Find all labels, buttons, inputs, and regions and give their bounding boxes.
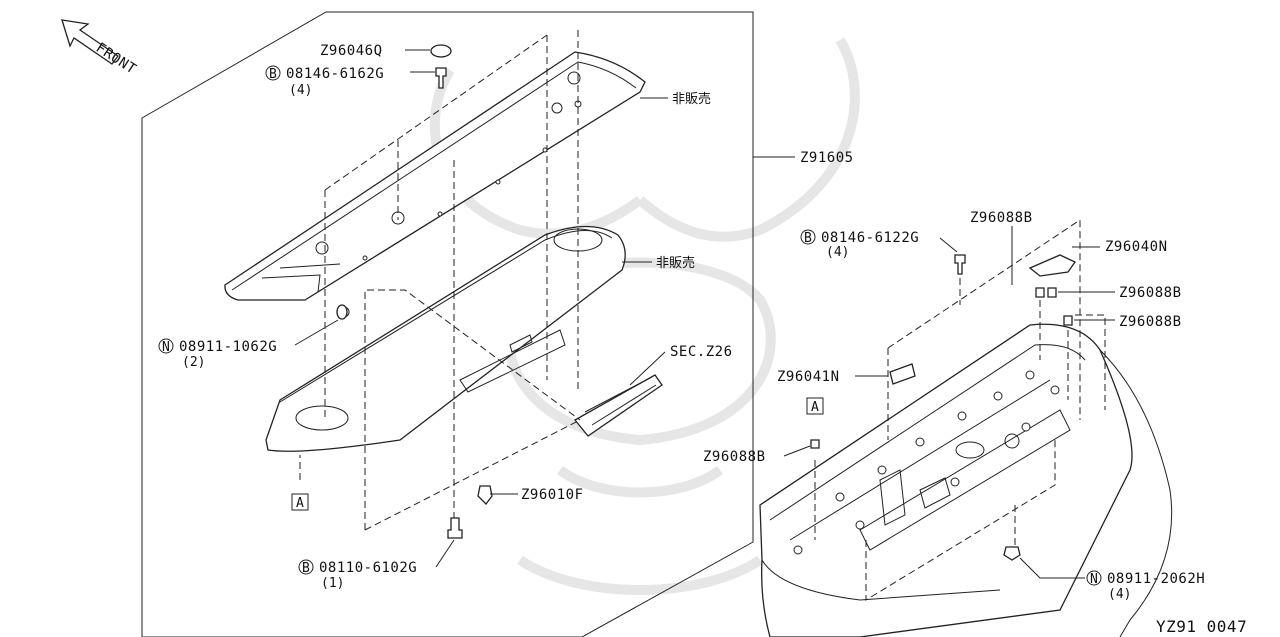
- bracket-z96041n: [889, 363, 916, 385]
- b-prefix-icon: [265, 65, 281, 81]
- bolt-08110-6102g-icon: [447, 517, 463, 539]
- qty-nut-08911-1062g: (2): [182, 355, 205, 370]
- alignment-lines-right: [814, 219, 1106, 601]
- qty-bolt-08146-6122g: (4): [826, 245, 849, 260]
- leader-lines-right: [783, 226, 1115, 579]
- label-z96088b-left: Z96088B: [703, 449, 766, 465]
- label-not-sold-mid: 非販売: [656, 255, 695, 271]
- label-z96088b-mid: Z96088B: [1119, 285, 1182, 301]
- nut-08911-2062h-icon: [1003, 546, 1021, 561]
- label-not-sold-top: 非販売: [672, 91, 711, 107]
- label-z96046q: Z96046Q: [320, 43, 383, 59]
- b-prefix-3: B: [804, 231, 812, 246]
- n-prefix-2: N: [1090, 572, 1098, 587]
- assembly-frame: [141, 11, 754, 637]
- ref-a-right: A: [811, 400, 819, 415]
- clip-z96010f-icon: [477, 485, 493, 505]
- ref-a-left: A: [296, 496, 304, 511]
- n-prefix-icon: [158, 338, 174, 354]
- label-bolt-08146-6162g: 08146-6162G: [286, 66, 384, 82]
- nut-08911-1062g-icon: [336, 304, 348, 320]
- bolt-08146-6122g-icon: [954, 254, 966, 275]
- qty-nut-08911-2062h: (4): [1108, 587, 1131, 602]
- label-z96040n: Z96040N: [1105, 239, 1168, 255]
- ref-box-a-right: [806, 397, 824, 415]
- b-prefix-icon: [298, 559, 314, 575]
- watermark-emblem: [429, 37, 860, 595]
- label-sec-z26: SEC.Z26: [670, 344, 733, 360]
- clip-z96088b-icon: [810, 287, 1073, 449]
- front-label: FRONT: [93, 40, 139, 78]
- bracket-z96040n: [1028, 254, 1076, 277]
- ref-box-a-left: [291, 493, 309, 511]
- trunk-lid-body: [759, 323, 1173, 637]
- high-mount-lamp: [574, 374, 663, 437]
- spoiler-upper-panel: [224, 51, 646, 301]
- fastener-clip-z96046q: [430, 44, 452, 58]
- label-z96088b-low: Z96088B: [1119, 314, 1182, 330]
- label-z96041n: Z96041N: [777, 369, 840, 385]
- qty-bolt-08110-6102g: (1): [321, 576, 344, 591]
- b-prefix-1: B: [269, 67, 277, 82]
- n-prefix-icon: [1086, 570, 1102, 586]
- qty-bolt-08146-6162g: (4): [289, 83, 312, 98]
- b-prefix-icon: [800, 229, 816, 245]
- label-nut-08911-1062g: 08911-1062G: [179, 339, 277, 355]
- b-prefix-2: B: [302, 561, 310, 576]
- leader-lines-left: [294, 49, 795, 568]
- label-bolt-08146-6122g: 08146-6122G: [821, 230, 919, 246]
- alignment-lines-left: [299, 30, 581, 535]
- n-prefix-1: N: [162, 340, 170, 355]
- label-z91605: Z91605: [800, 150, 854, 166]
- label-z96088b-top: Z96088B: [970, 210, 1033, 226]
- label-z96010f: Z96010F: [521, 487, 584, 503]
- sheet-code: YZ91 0047: [1156, 617, 1247, 636]
- bolt-08146-6162g-icon: [435, 67, 447, 89]
- label-nut-08911-2062h: 08911-2062H: [1107, 571, 1205, 587]
- front-arrow-icon: [61, 19, 119, 65]
- label-bolt-08110-6102g: 08110-6102G: [319, 560, 417, 576]
